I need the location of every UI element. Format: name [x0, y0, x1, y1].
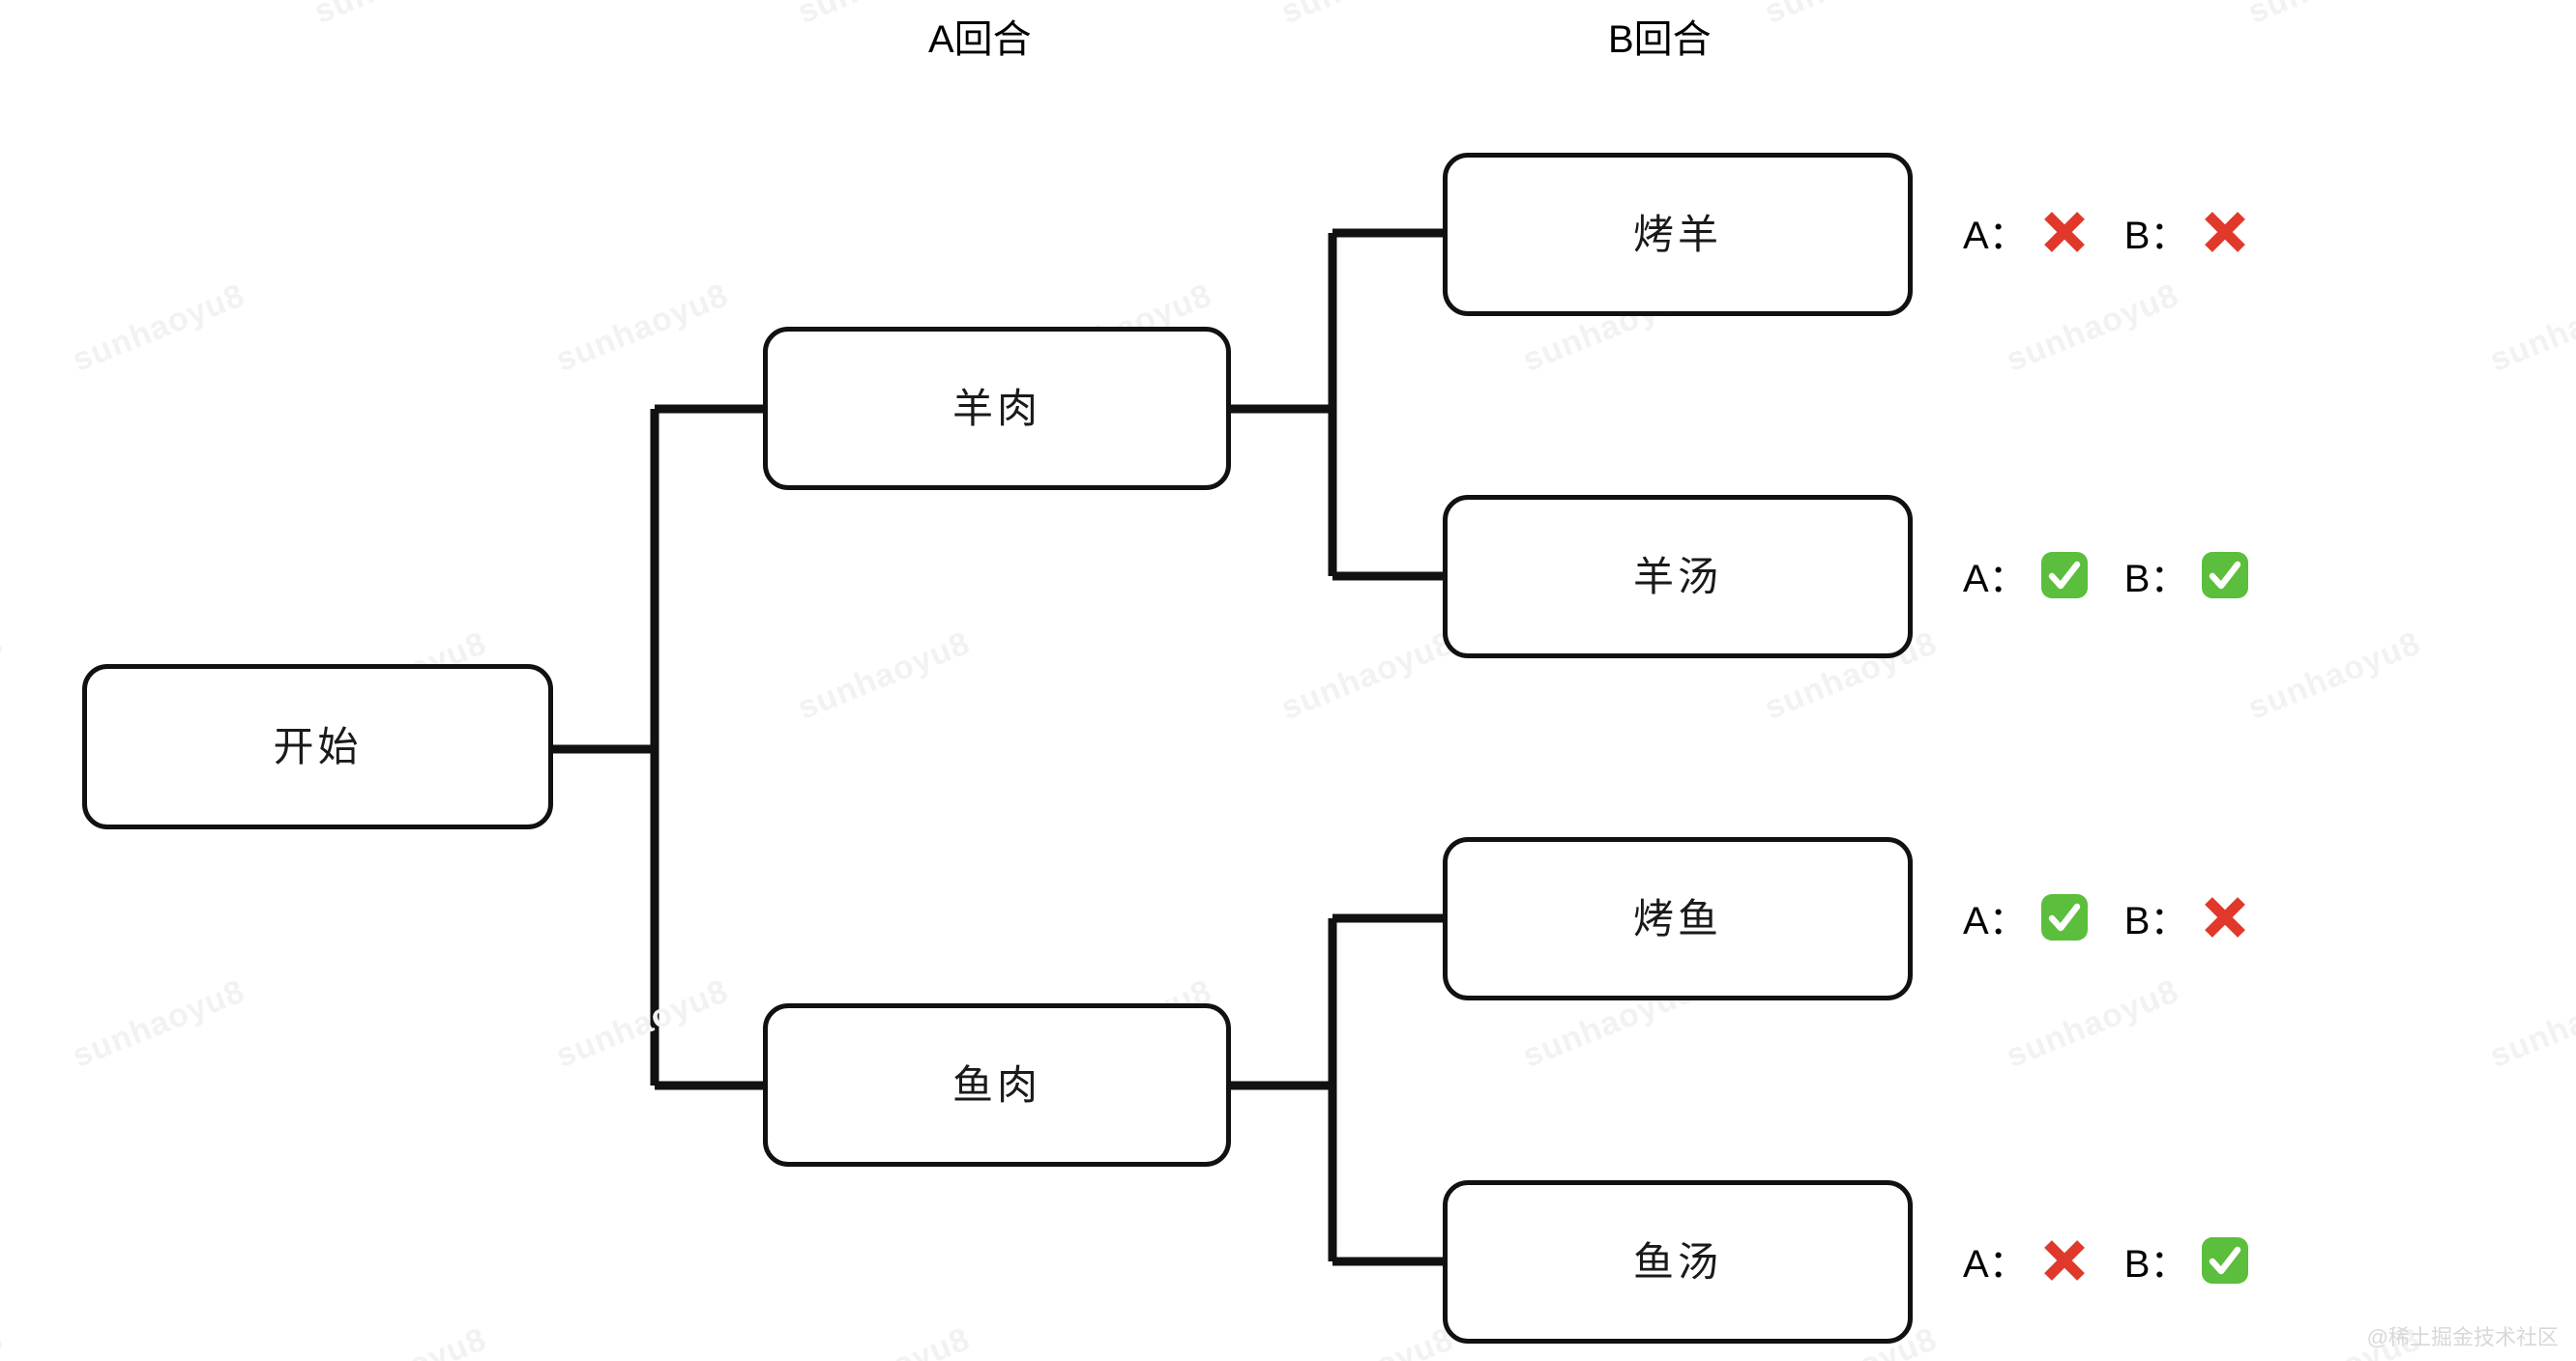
cross-icon: [2039, 207, 2090, 257]
node-fish-soup-label: 鱼汤: [1632, 1238, 1722, 1285]
node-roast-mutton-label: 烤羊: [1632, 211, 1722, 257]
check-icon: [2200, 550, 2250, 600]
node-roast-fish-label: 烤鱼: [1632, 895, 1722, 941]
node-mutton-label: 羊肉: [951, 385, 1041, 431]
node-fish-label: 鱼肉: [951, 1061, 1041, 1108]
node-root-label: 开始: [273, 723, 363, 769]
result-row: A： B：: [1963, 204, 2260, 260]
result-a-label: A：: [1963, 900, 2028, 942]
cross-icon: [2039, 1235, 2090, 1286]
result-a-label: A：: [1963, 215, 2028, 257]
check-icon: [2039, 550, 2090, 600]
column-header-round-b-label: B回合: [1608, 18, 1712, 61]
column-header-round-b: B回合: [1608, 8, 1712, 64]
result-row: A： B：: [1963, 889, 2260, 945]
result-b-label: B：: [2123, 215, 2189, 257]
node-mutton[interactable]: 羊肉: [763, 327, 1231, 490]
node-mutton-soup-label: 羊汤: [1632, 553, 1722, 599]
node-fish[interactable]: 鱼肉: [763, 1003, 1231, 1167]
node-roast-mutton[interactable]: 烤羊: [1443, 153, 1913, 316]
result-a-label: A：: [1963, 1243, 2028, 1286]
result-row: A： B：: [1963, 1232, 2260, 1289]
column-header-round-a-label: A回合: [928, 18, 1032, 61]
footer-credit: @稀土掘金技术社区: [2366, 1325, 2559, 1349]
node-fish-soup[interactable]: 鱼汤: [1443, 1180, 1913, 1344]
result-b-label: B：: [2123, 558, 2189, 600]
node-root[interactable]: 开始: [82, 664, 553, 829]
check-icon: [2039, 892, 2090, 942]
column-header-round-a: A回合: [928, 8, 1032, 64]
result-b-label: B：: [2123, 900, 2189, 942]
cross-icon: [2200, 207, 2250, 257]
cross-icon: [2200, 892, 2250, 942]
result-b-label: B：: [2123, 1243, 2189, 1286]
node-mutton-soup[interactable]: 羊汤: [1443, 495, 1913, 658]
result-row: A： B：: [1963, 547, 2260, 603]
node-roast-fish[interactable]: 烤鱼: [1443, 837, 1913, 1000]
result-a-label: A：: [1963, 558, 2028, 600]
check-icon: [2200, 1235, 2250, 1286]
